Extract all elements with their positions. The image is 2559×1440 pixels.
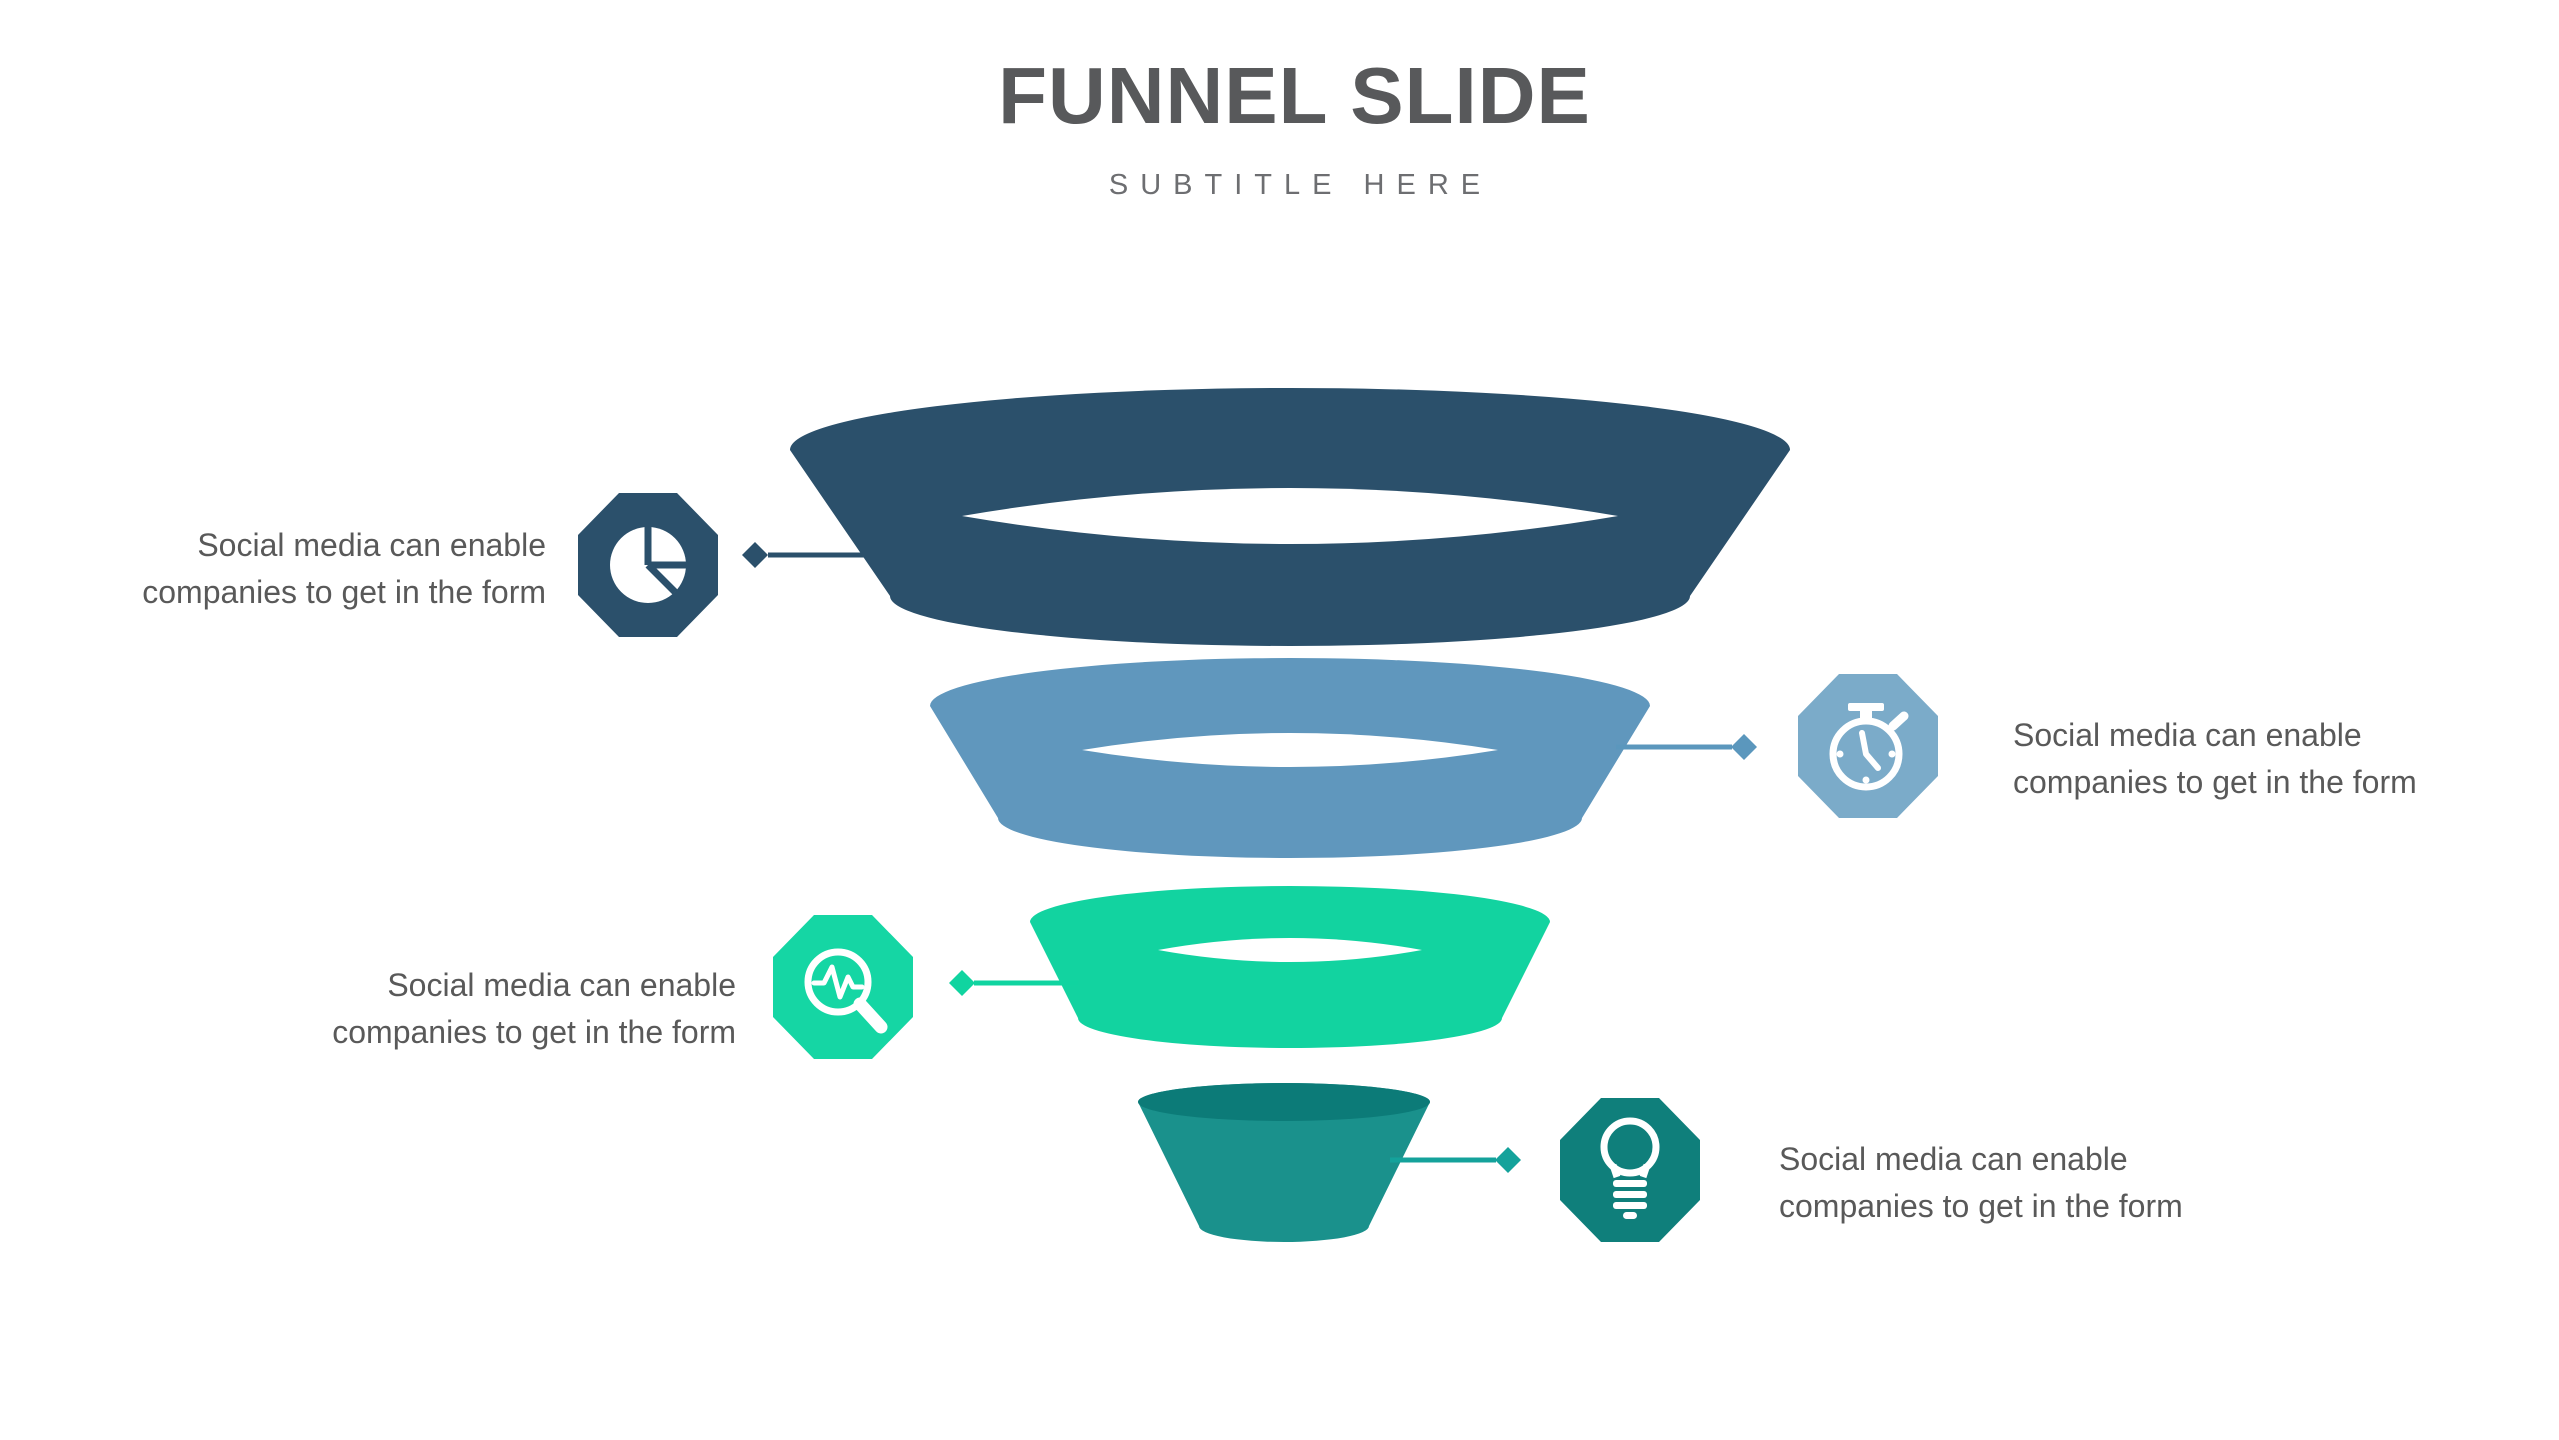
item-text-1: Social media can enable companies to get… (142, 527, 546, 610)
stopwatch-hands (1859, 730, 1881, 771)
item-text-4: Social media can enable companies to get… (1779, 1141, 2183, 1224)
funnel-level-3 (1030, 886, 1550, 1048)
pulse-line (811, 964, 865, 1000)
stopwatch-dot-3 (1888, 750, 1896, 758)
item-text-3: Social media can enable companies to get… (332, 967, 736, 1050)
funnel-level-2-hole (1082, 733, 1498, 767)
octagon-badge-2 (1798, 674, 1938, 818)
funnel-level-4-top (1138, 1083, 1430, 1121)
stopwatch-icon (1829, 703, 1909, 791)
stopwatch-top-bar (1848, 703, 1884, 711)
connector-2-diamond (1731, 734, 1757, 760)
magnifier-pulse-icon (804, 948, 888, 1034)
octagon-badge-3 (773, 915, 913, 1059)
stopwatch-button (1888, 711, 1909, 731)
magnifier-handle (853, 997, 888, 1034)
slide-title: FUNNEL SLIDE (998, 51, 1591, 140)
octagon-badge-4 (1560, 1098, 1700, 1242)
funnel-level-1-hole (962, 488, 1618, 544)
pie-slice-lines (644, 527, 686, 595)
bulb-tip (1623, 1212, 1637, 1219)
connector-4 (1390, 1147, 1521, 1173)
funnel-level-3-hole (1158, 938, 1422, 962)
connector-3 (949, 970, 1078, 996)
octagon-badge-1 (578, 493, 718, 637)
bulb-globe (1600, 1117, 1660, 1177)
bulb-base-bar-2 (1613, 1191, 1647, 1198)
bulb-neck (1609, 1163, 1651, 1179)
stopwatch-ring (1829, 717, 1903, 791)
slide-subtitle: SUBTITLE HERE (1108, 169, 1493, 201)
funnel-level-4 (1138, 1083, 1430, 1242)
bulb-base-bar-3 (1613, 1202, 1647, 1209)
lightbulb-icon (1600, 1117, 1660, 1219)
connector-3-diamond (949, 970, 975, 996)
funnel-level-1 (790, 388, 1790, 646)
connector-4-diamond (1495, 1147, 1521, 1173)
stopwatch-dot-6 (1862, 776, 1870, 784)
funnel-level-4-shape (1138, 1083, 1430, 1242)
magnifier-lens (804, 948, 872, 1016)
bulb-base-bar-1 (1613, 1180, 1647, 1187)
funnel-level-3-shape (1030, 886, 1550, 1048)
funnel-level-2 (930, 658, 1650, 858)
connector-1-diamond (742, 542, 768, 568)
pie-chart-icon (610, 527, 686, 603)
octagon-2-shape (1798, 674, 1938, 818)
stopwatch-dot-9 (1836, 750, 1844, 758)
connector-2 (1616, 734, 1757, 760)
item-text-2: Social media can enable companies to get… (2013, 717, 2417, 800)
connector-1 (742, 542, 866, 568)
